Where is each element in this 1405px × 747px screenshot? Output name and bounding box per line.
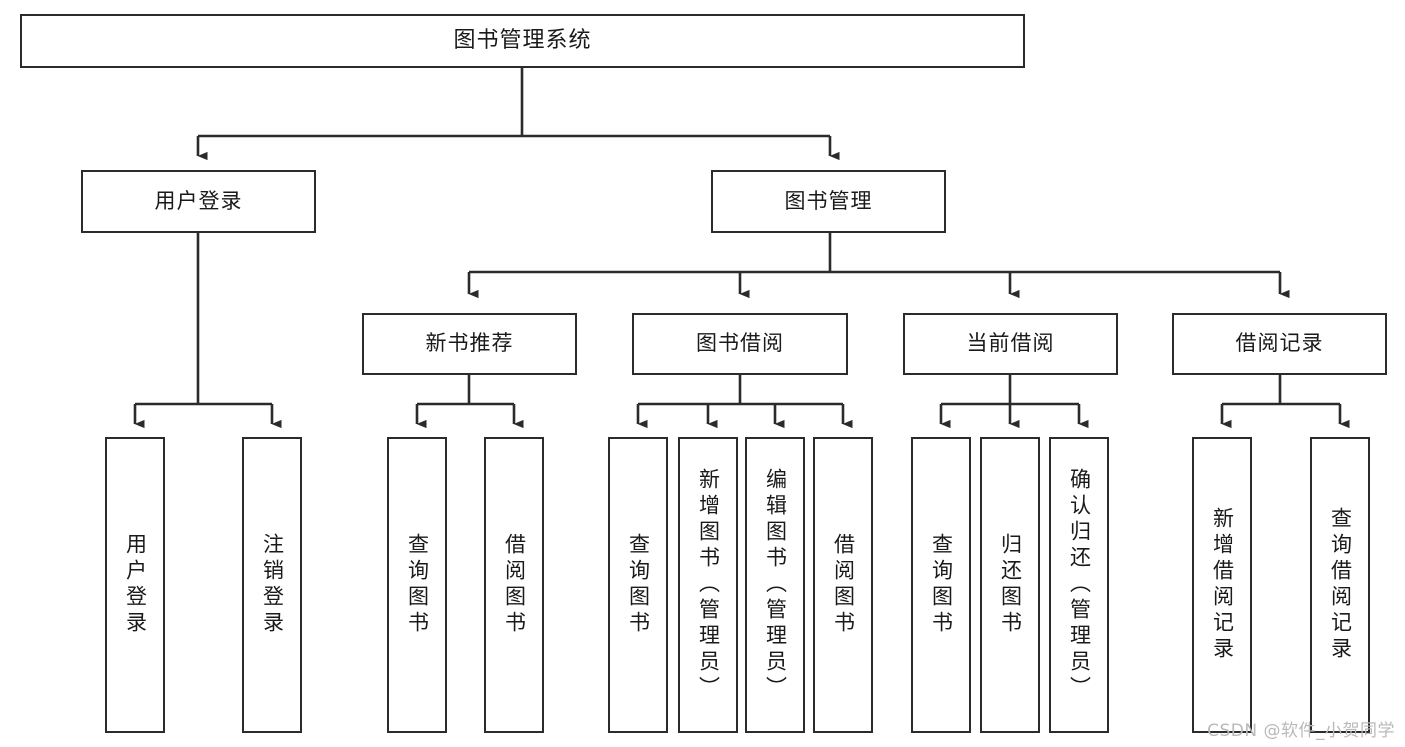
node-label: 确认归还（管理员） <box>1067 468 1092 702</box>
node-leaf-add-borrow-record[interactable]: 新增借阅记录 <box>1192 437 1252 733</box>
watermark: CSDN @软件_小贺同学 <box>1207 721 1395 741</box>
node-label: 借阅图书 <box>502 533 527 637</box>
node-label: 用户登录 <box>154 188 243 213</box>
node-label: 借阅图书 <box>831 533 856 637</box>
node-leaf-borrow-book-recommend[interactable]: 借阅图书 <box>484 437 544 733</box>
node-leaf-confirm-return-admin[interactable]: 确认归还（管理员） <box>1049 437 1109 733</box>
node-label: 归还图书 <box>998 533 1023 637</box>
node-label: 用户登录 <box>123 533 148 637</box>
node-leaf-search-book[interactable]: 查询图书 <box>608 437 668 733</box>
node-leaf-edit-book-admin[interactable]: 编辑图书（管理员） <box>745 437 805 733</box>
node-leaf-return-book[interactable]: 归还图书 <box>980 437 1040 733</box>
node-leaf-search-book-recommend[interactable]: 查询图书 <box>387 437 447 733</box>
node-label: 新增借阅记录 <box>1210 507 1235 663</box>
node-leaf-search-book-current[interactable]: 查询图书 <box>911 437 971 733</box>
node-label: 新增图书（管理员） <box>696 468 721 702</box>
node-new-book-recommend[interactable]: 新书推荐 <box>362 313 577 375</box>
node-leaf-borrow-book[interactable]: 借阅图书 <box>813 437 873 733</box>
node-label: 注销登录 <box>260 533 285 637</box>
node-borrow-record[interactable]: 借阅记录 <box>1172 313 1387 375</box>
node-label: 查询借阅记录 <box>1328 507 1353 663</box>
node-label: 当前借阅 <box>966 331 1055 356</box>
node-label: 查询图书 <box>929 533 954 637</box>
node-label: 图书管理系统 <box>453 27 592 53</box>
node-book-borrow[interactable]: 图书借阅 <box>632 313 848 375</box>
node-label: 查询图书 <box>405 533 430 637</box>
node-label: 图书管理 <box>784 188 873 213</box>
node-leaf-user-login[interactable]: 用户登录 <box>105 437 165 733</box>
node-user-login[interactable]: 用户登录 <box>81 170 316 233</box>
node-label: 图书借阅 <box>696 331 784 356</box>
node-leaf-logout[interactable]: 注销登录 <box>242 437 302 733</box>
node-current-borrow[interactable]: 当前借阅 <box>903 313 1118 375</box>
node-label: 查询图书 <box>626 533 651 637</box>
node-label: 新书推荐 <box>425 331 514 356</box>
node-label: 编辑图书（管理员） <box>763 468 788 702</box>
node-leaf-search-borrow-record[interactable]: 查询借阅记录 <box>1310 437 1370 733</box>
node-root-system[interactable]: 图书管理系统 <box>20 14 1025 68</box>
node-book-management[interactable]: 图书管理 <box>711 170 946 233</box>
node-label: 借阅记录 <box>1235 331 1324 356</box>
node-leaf-add-book-admin[interactable]: 新增图书（管理员） <box>678 437 738 733</box>
